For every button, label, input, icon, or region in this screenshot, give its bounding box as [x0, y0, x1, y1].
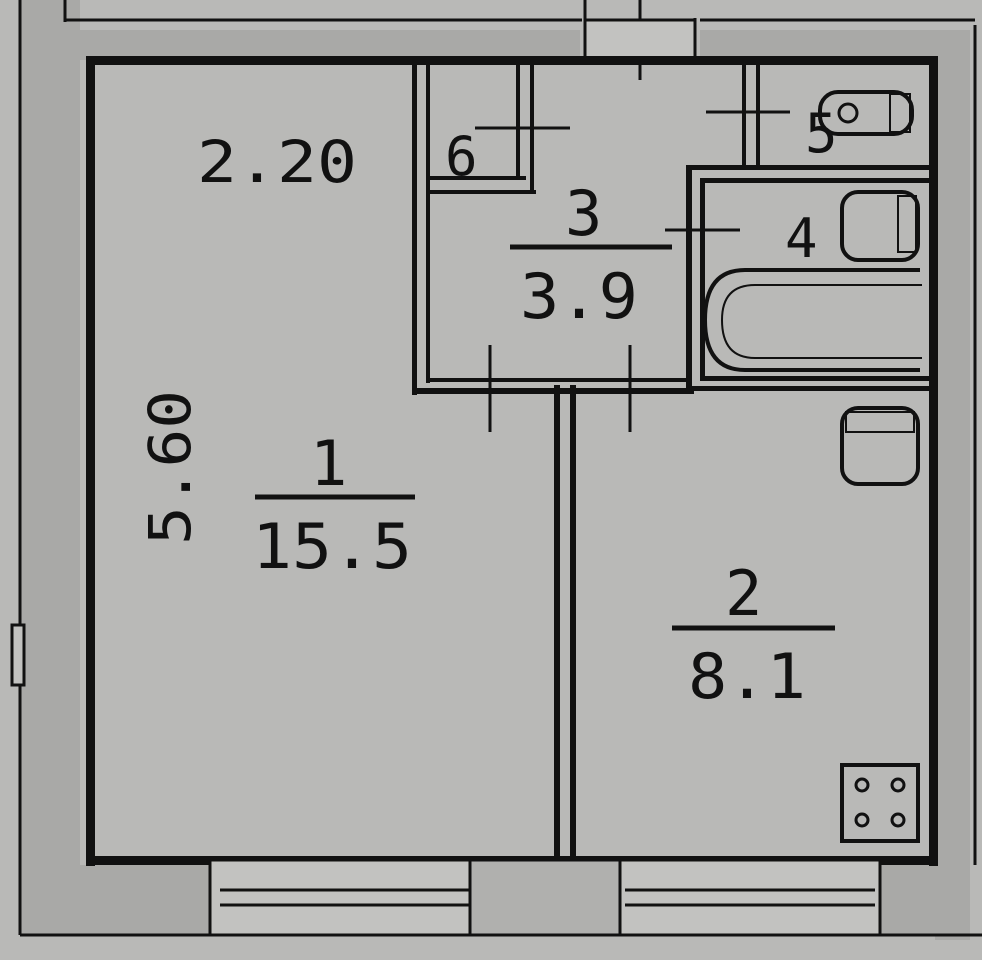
width-dimension-label: 2.20 [197, 128, 357, 196]
toilet-icon [818, 90, 914, 136]
room-3-number: 3 [565, 177, 602, 250]
fridge-icon [840, 406, 920, 486]
room-2-area: 8.1 [688, 640, 806, 713]
door-marks [475, 110, 790, 432]
room-3-area: 3.9 [520, 260, 638, 333]
room-2-number: 2 [725, 557, 762, 630]
room-6-number: 6 [445, 125, 478, 188]
height-dimension-label: 5.60 [136, 390, 204, 545]
top-edge [63, 0, 697, 80]
bathtub-icon [702, 268, 922, 372]
windows [10, 623, 882, 937]
sink-icon [840, 190, 920, 262]
room-5-number: 5 [805, 102, 838, 165]
room-1-number: 1 [310, 427, 347, 500]
area-fraction-bars [255, 244, 835, 631]
partition-walls [412, 65, 931, 857]
stove-icon [840, 763, 920, 843]
room-4-number: 4 [785, 207, 818, 270]
room-1-area: 15.5 [252, 510, 412, 583]
